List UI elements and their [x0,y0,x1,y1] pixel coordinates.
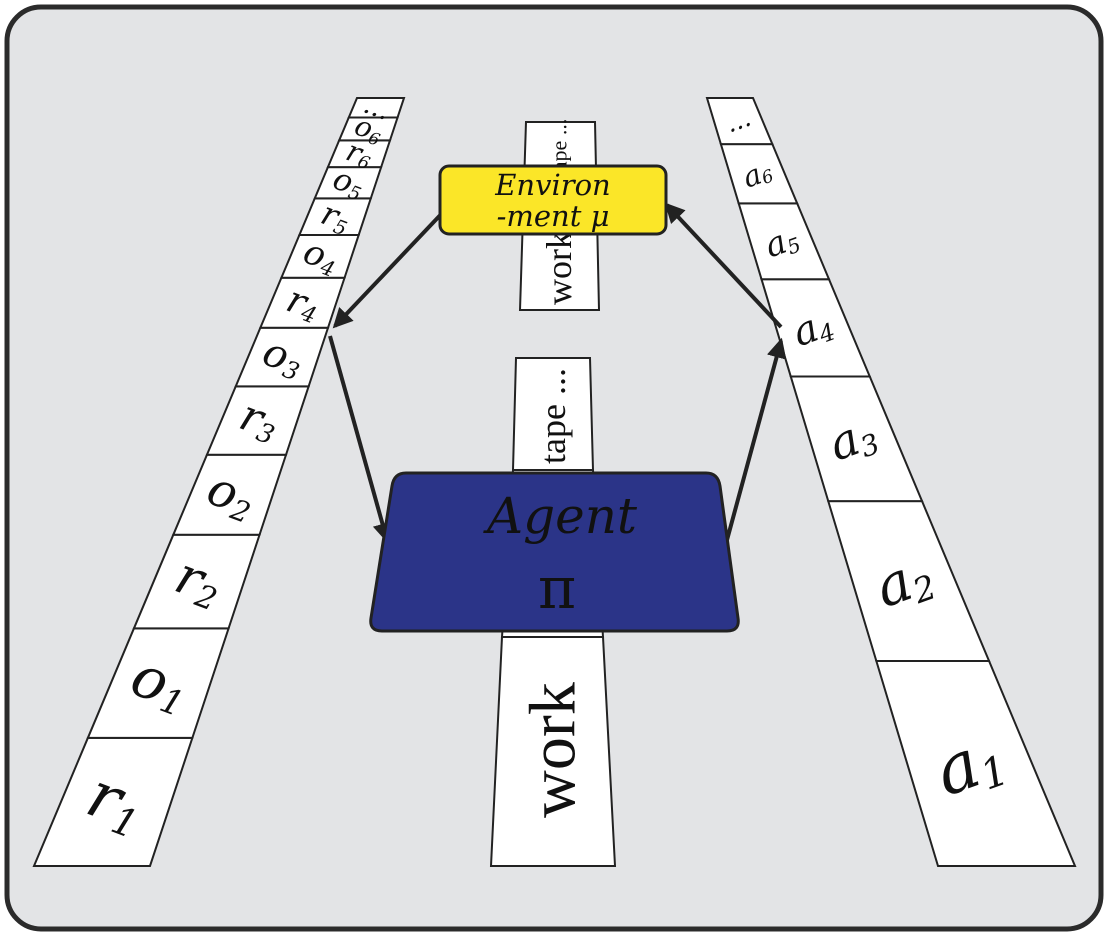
agent-tape-label: tape ... [533,368,573,464]
arrow-percept-to-agent [328,335,393,544]
agent-policy-symbol: π [538,554,576,622]
agent-box: Agent π [369,471,740,633]
arrow-env-to-percept [332,206,449,329]
percept-tape-cell [347,97,406,119]
action-tape-cell [705,97,774,146]
percept-tape: r1o1r2o2r3o3r4o4r5o5r6o6... [32,89,406,867]
environment-label-line2: -ment μ [497,199,610,233]
env-work-label: work [539,231,579,305]
agent-tape-cell [511,357,595,471]
environment-box: Environ -ment μ [438,164,668,236]
arrow-agent-to-action [725,337,787,541]
agent-work-label: work [517,682,590,818]
agent-label: Agent [483,487,638,545]
arrow-action-to-env [664,202,783,329]
action-tape: a1a2a3a4a5a6... [705,97,1077,867]
environment-label-line1: Environ [494,168,611,202]
